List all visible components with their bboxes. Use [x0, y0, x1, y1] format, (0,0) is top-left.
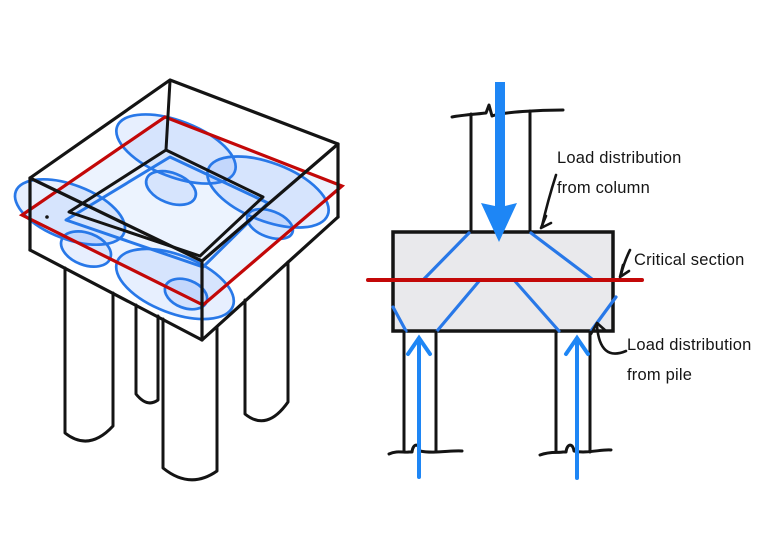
- load-spread-ellipse: [144, 169, 198, 207]
- load-spread-ellipse: [245, 207, 295, 241]
- load-spread-line-pile-left: [435, 278, 482, 333]
- critical-label-arrowhead: [618, 263, 631, 279]
- load-distribution-column-line2: from column: [557, 179, 650, 197]
- pile-outline: [63, 266, 115, 443]
- box-bottom-edges: [28, 215, 340, 342]
- load-distribution-pile-label: Load distribution from pile: [627, 330, 751, 390]
- pile-outline: [134, 303, 160, 405]
- load-distribution-pile-line1: Load distribution: [627, 336, 752, 354]
- column-label-arrowhead: [539, 214, 553, 230]
- iso-piles: [63, 260, 290, 482]
- section-piles: [387, 330, 613, 457]
- pile-label-arrow: [595, 324, 628, 355]
- pile-reaction-arrowhead: [564, 334, 590, 356]
- pile-outline: [161, 317, 219, 482]
- annotation-arrows: [539, 173, 632, 355]
- load-distribution-column-line1: Load distribution: [557, 149, 682, 167]
- pile-reaction-arrows: [406, 334, 590, 480]
- pile-break-line: [387, 443, 464, 456]
- box-back-edge: [164, 79, 172, 152]
- load-spread-line-column-right: [529, 231, 594, 281]
- pile-cap-box: [28, 78, 340, 342]
- load-spread-ellipses: [13, 113, 330, 321]
- column-break-line: [450, 103, 565, 119]
- pile-reaction-arrowhead: [406, 334, 432, 356]
- pile-label-arrowhead: [589, 321, 608, 336]
- load-spread-line-pile-right: [512, 278, 561, 333]
- critical-section-label: Critical section: [634, 251, 745, 269]
- pile-break-line: [538, 443, 613, 457]
- load-distribution-pile-line2: from pile: [627, 366, 693, 384]
- section-figure: [366, 82, 644, 480]
- load-spread-line-edge-left: [391, 305, 408, 333]
- load-distribution-column-label: Load distribution from column: [557, 143, 681, 203]
- ink-dot: [45, 215, 49, 219]
- critical-plane-fill: [22, 117, 342, 305]
- column-load-arrow: [481, 82, 517, 242]
- box-top-face: [28, 78, 340, 263]
- load-spread-line-column-left: [421, 231, 471, 282]
- column-footprint-outline: [67, 148, 265, 258]
- isometric-pile-cap-figure: [13, 78, 346, 482]
- pile-outline: [243, 260, 290, 423]
